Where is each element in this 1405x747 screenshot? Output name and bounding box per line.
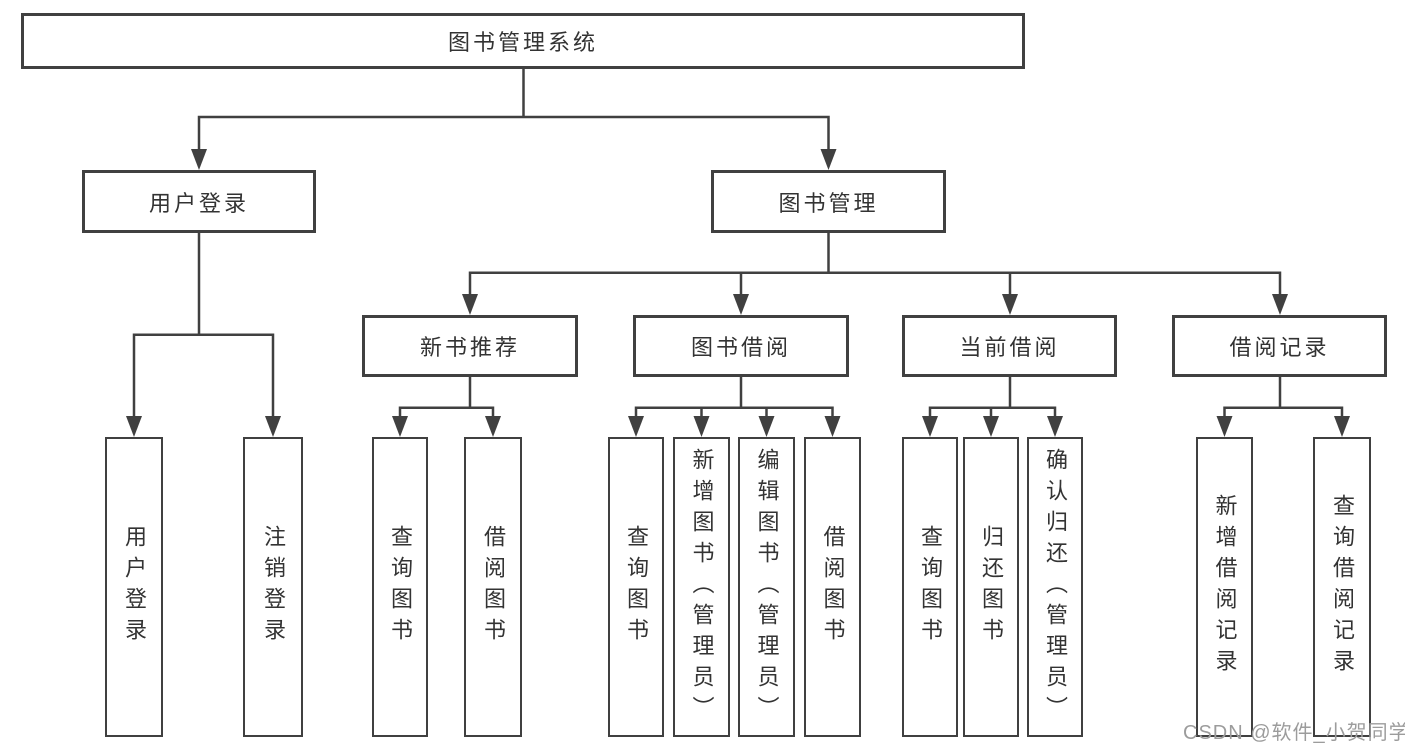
node-label: 新增图书（管理员） bbox=[689, 447, 715, 727]
node-book-management: 图书管理 bbox=[711, 170, 946, 233]
node-label: 查询图书 bbox=[388, 525, 413, 649]
node-label: 编辑图书（管理员） bbox=[754, 447, 780, 727]
node-label: 归还图书 bbox=[979, 525, 1004, 649]
node-add-borrow-record: 新增借阅记录 bbox=[1196, 437, 1253, 737]
node-label: 当前借阅 bbox=[959, 335, 1060, 360]
node-label: 图书管理系统 bbox=[447, 30, 598, 55]
node-confirm-return-admin: 确认归还（管理员） bbox=[1027, 437, 1083, 737]
node-label: 用户登录 bbox=[122, 525, 147, 649]
node-new-book-recommend: 新书推荐 bbox=[362, 315, 578, 377]
node-label: 用户登录 bbox=[148, 190, 249, 216]
node-return-books: 归还图书 bbox=[963, 437, 1019, 737]
node-book-borrowing: 图书借阅 bbox=[633, 315, 849, 377]
node-add-books-admin: 新增图书（管理员） bbox=[673, 437, 730, 737]
node-label: 查询图书 bbox=[624, 525, 649, 649]
connector-edges bbox=[132, 68, 1344, 419]
node-user-login: 用户登录 bbox=[82, 170, 316, 233]
node-borrow-books-op: 借阅图书 bbox=[804, 437, 861, 737]
node-label: 查询图书 bbox=[918, 525, 943, 649]
node-label: 新增借阅记录 bbox=[1212, 494, 1238, 680]
node-query-books-recommend: 查询图书 bbox=[372, 437, 428, 737]
node-label: 确认归还（管理员） bbox=[1043, 447, 1068, 727]
node-query-borrow-record: 查询借阅记录 bbox=[1313, 437, 1371, 737]
node-borrow-books-recommend: 借阅图书 bbox=[464, 437, 522, 737]
node-label: 查询借阅记录 bbox=[1330, 494, 1355, 680]
node-query-books-current: 查询图书 bbox=[902, 437, 958, 737]
node-label: 借阅图书 bbox=[820, 525, 846, 649]
node-label: 借阅记录 bbox=[1229, 335, 1330, 360]
node-label: 图书借阅 bbox=[690, 335, 791, 360]
node-book-management-system: 图书管理系统 bbox=[21, 13, 1025, 69]
node-label: 借阅图书 bbox=[481, 525, 506, 649]
node-logout-op: 注销登录 bbox=[243, 437, 303, 737]
node-current-borrowing: 当前借阅 bbox=[902, 315, 1117, 377]
node-query-books-borrowing: 查询图书 bbox=[608, 437, 664, 737]
node-borrowing-records: 借阅记录 bbox=[1172, 315, 1387, 377]
node-label: 新书推荐 bbox=[419, 335, 520, 360]
node-label: 注销登录 bbox=[261, 525, 286, 649]
watermark: CSDN @软件_小贺同学 bbox=[1183, 722, 1405, 744]
node-label: 图书管理 bbox=[778, 190, 879, 216]
node-user-login-op: 用户登录 bbox=[105, 437, 163, 737]
arrowheads bbox=[126, 149, 1350, 437]
node-edit-books-admin: 编辑图书（管理员） bbox=[738, 437, 795, 737]
